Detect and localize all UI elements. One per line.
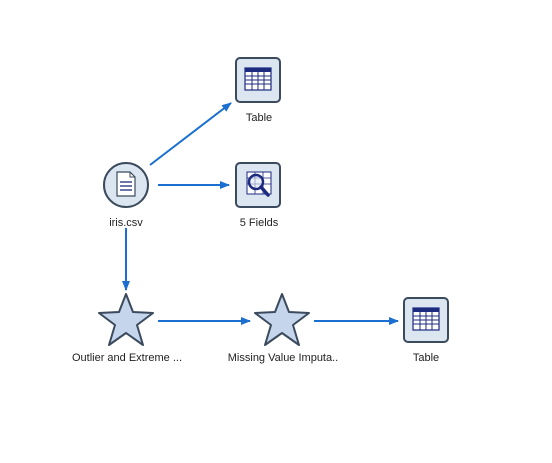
star-supernode-icon[interactable]	[98, 293, 154, 346]
node-label-table-bottom: Table	[412, 352, 440, 364]
node-label-missing: Missing Value Imputa..	[227, 352, 339, 364]
node-label-outlier: Outlier and Extreme ...	[71, 352, 183, 364]
data-audit-icon[interactable]	[235, 162, 281, 208]
connector-iris-to-table	[149, 102, 232, 166]
node-label-iris: iris.csv	[109, 217, 143, 229]
table-icon[interactable]	[235, 57, 281, 103]
star-supernode-icon[interactable]	[254, 293, 310, 346]
csv-file-icon[interactable]	[103, 162, 149, 208]
table-icon[interactable]	[403, 297, 449, 343]
node-label-fields: 5 Fields	[239, 217, 279, 229]
node-label-table-top: Table	[245, 112, 273, 124]
